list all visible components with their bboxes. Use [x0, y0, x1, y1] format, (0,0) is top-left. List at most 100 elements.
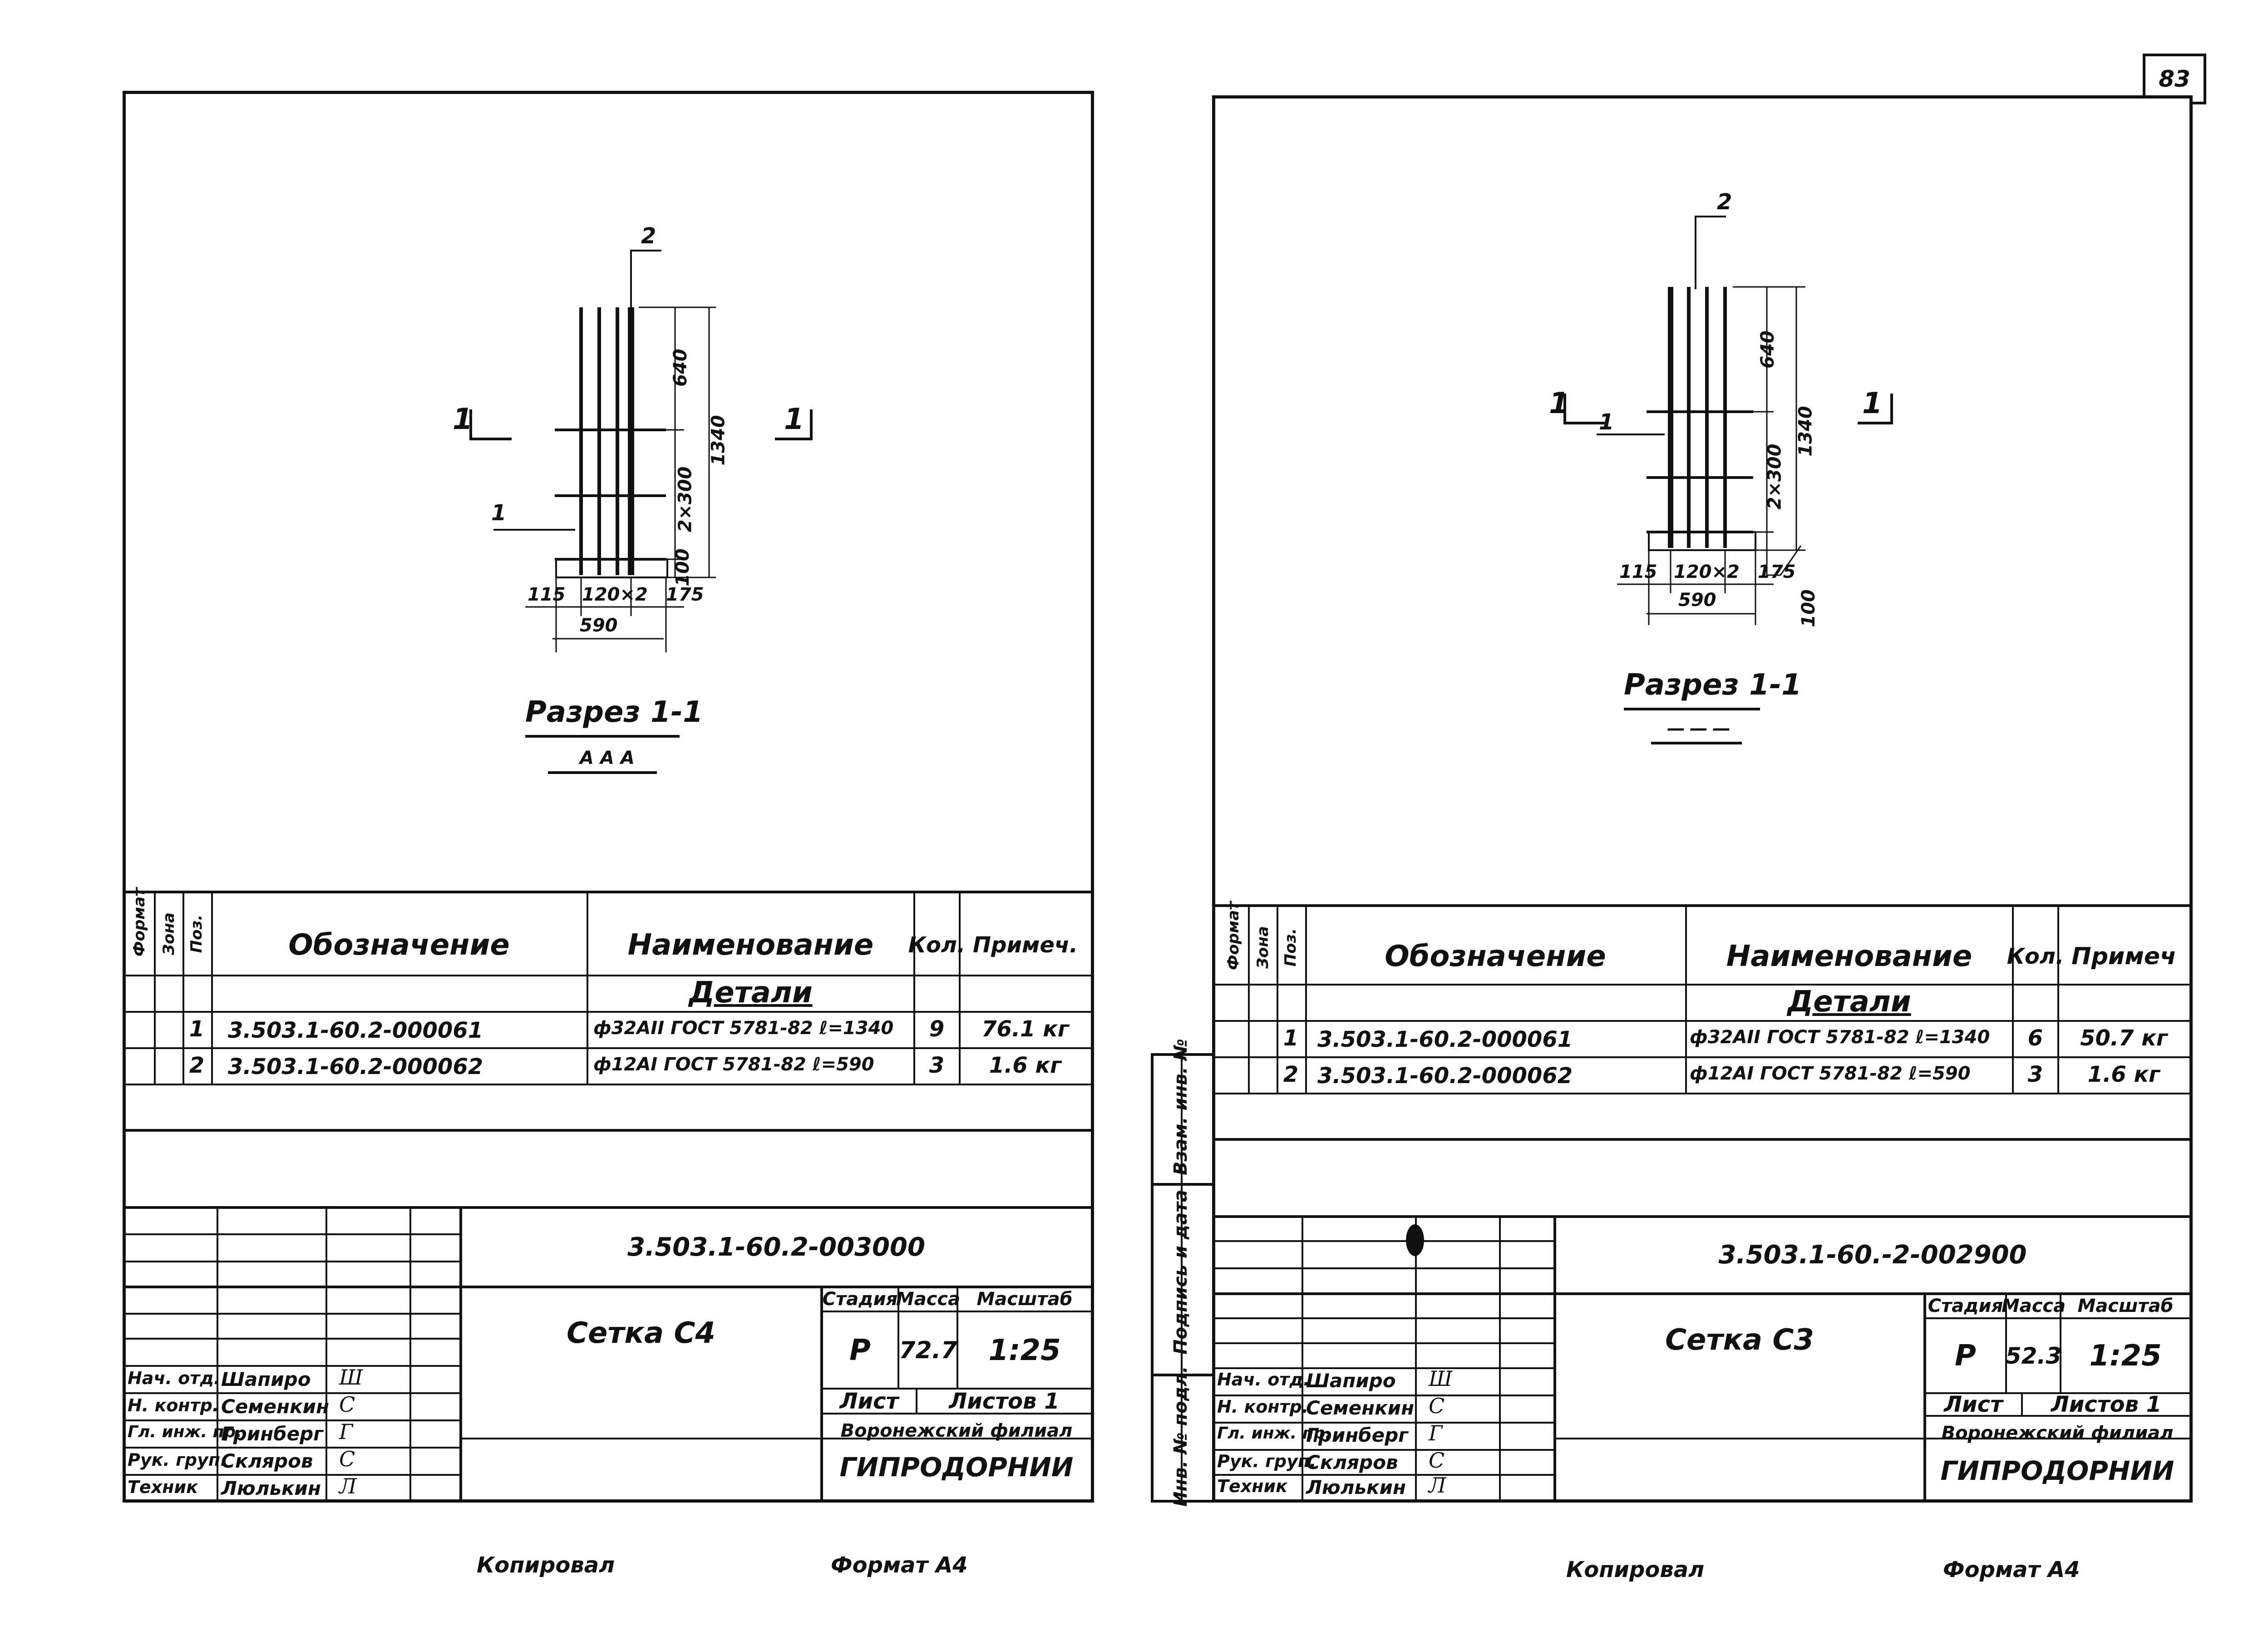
right-dim-2x300: 2×300: [1764, 444, 1785, 510]
right-signature-1: Ш: [1429, 1366, 1453, 1391]
right-cut-left: 1: [1549, 387, 1569, 420]
right-dim-590: 590: [1678, 590, 1716, 611]
right-footer-format: Формат А4: [1943, 1557, 2080, 1582]
left-org-line1: Воронежский филиал: [840, 1420, 1073, 1441]
left-row1-name: ф32АII ГОСТ 5781-82 ℓ=1340: [593, 1018, 894, 1039]
left-section-drawing: 2 1 1 1 640 2×300 100 1340 115 120×2 175…: [126, 94, 1091, 888]
right-hdr-name: Наименование: [1726, 940, 1972, 973]
left-drawing-sheet: 2 1 1 1 640 2×300 100 1340 115 120×2 175…: [123, 91, 1094, 1503]
right-name-5: Люлькин: [1306, 1476, 1406, 1498]
left-hdr-qty: Кол.: [908, 932, 966, 958]
right-dim-640: 640: [1757, 330, 1778, 369]
right-mass-label: Масса: [2001, 1296, 2066, 1316]
left-mass-label: Масса: [896, 1289, 961, 1310]
right-row2-designation: 3.503.1-60.2-000062: [1317, 1063, 1573, 1089]
right-dim-120x2: 120×2: [1674, 562, 1740, 582]
right-dim-175: 175: [1758, 562, 1796, 582]
left-role-2: Н. контр.: [128, 1395, 219, 1415]
left-signature-1: Ш: [339, 1365, 363, 1390]
left-stage-label: Стадия: [822, 1289, 898, 1310]
left-signature-4: С: [339, 1447, 355, 1471]
right-scale-label: Масштаб: [2077, 1296, 2174, 1316]
right-stamp-replaced-inv: Взам. инв. №: [1170, 1039, 1191, 1175]
left-name-2: Семенкин: [221, 1395, 330, 1418]
right-signature-5: Л: [1429, 1473, 1446, 1498]
left-name-1: Шапиро: [221, 1368, 311, 1390]
right-footer-copied: Копировал: [1566, 1557, 1705, 1582]
right-role-4: Рук. груп.: [1217, 1451, 1316, 1471]
right-row1-pos: 1: [1283, 1025, 1299, 1051]
left-dim-115: 115: [528, 584, 566, 605]
right-hdr-pos: Поз.: [1282, 928, 1300, 967]
right-dim-100: 100: [1798, 589, 1819, 627]
left-row2-pos: 2: [189, 1053, 205, 1078]
left-section-svg: [469, 250, 813, 774]
right-row1-name: ф32АII ГОСТ 5781-82 ℓ=1340: [1690, 1027, 1990, 1048]
right-row2-note: 1.6 кг: [2087, 1062, 2160, 1087]
left-dim-2x300: 2×300: [675, 466, 696, 532]
right-title-block-blot: [1406, 1224, 1424, 1256]
right-product-name: Сетка С3: [1665, 1323, 1814, 1357]
right-scale-mark: ———: [1667, 718, 1735, 739]
left-row1-note: 76.1 кг: [981, 1016, 1069, 1042]
left-hdr-name: Наименование: [627, 928, 874, 962]
right-section-svg: [1563, 216, 1893, 744]
left-dim-640: 640: [670, 349, 691, 387]
left-dim-1340: 1340: [708, 415, 729, 466]
right-scale: 1:25: [2089, 1339, 2162, 1373]
right-row2-pos: 2: [1283, 1062, 1299, 1087]
left-scale-mark: ААА: [580, 748, 641, 769]
left-scale: 1:25: [988, 1333, 1061, 1367]
left-row1-pos: 1: [189, 1016, 205, 1042]
left-doc-code: 3.503.1-60.2-003000: [627, 1232, 925, 1262]
left-role-3: Гл. инж. пр.: [128, 1423, 242, 1441]
left-org-line2: ГИПРОДОРНИИ: [839, 1452, 1074, 1483]
left-marker-1: 1: [491, 500, 507, 526]
right-hdr-zone: Зона: [1254, 926, 1272, 969]
left-dim-590: 590: [580, 615, 618, 636]
right-section-drawing: 2 1 1 1 640 2×300 1340 100 115 120×2 175…: [1215, 99, 2189, 897]
left-hdr-zone: Зона: [160, 912, 178, 955]
left-row2-name: ф12АI ГОСТ 5781-82 ℓ=590: [593, 1054, 874, 1075]
right-name-3: Гринберг: [1306, 1424, 1409, 1446]
right-stamp-sign-date: Подпись и дата: [1170, 1189, 1191, 1355]
left-name-5: Люлькин: [221, 1477, 321, 1499]
left-title-block: 3.503.1-60.2-003000 Сетка С4 Стадия Масс…: [126, 1206, 1091, 1499]
right-spec-table: Формат Зона Поз. Обозначение Наименовани…: [1215, 901, 2189, 1158]
right-hdr-format: Формат: [1224, 901, 1242, 970]
right-hdr-designation: Обозначение: [1385, 940, 1606, 973]
right-dim-115: 115: [1619, 562, 1657, 582]
right-cut-right: 1: [1862, 387, 1883, 420]
left-cut-left: 1: [453, 403, 473, 436]
right-marker-2: 2: [1717, 189, 1732, 215]
left-role-5: Техник: [128, 1477, 198, 1497]
right-role-2: Н. контр.: [1217, 1397, 1309, 1417]
left-sheets-label: Листов 1: [949, 1389, 1060, 1414]
left-footer-format: Формат А4: [831, 1552, 968, 1578]
left-dim-120x2: 120×2: [582, 584, 648, 605]
left-scale-label: Масштаб: [976, 1289, 1073, 1310]
right-org-line2: ГИПРОДОРНИИ: [1940, 1455, 2174, 1486]
right-name-2: Семенкин: [1306, 1397, 1415, 1419]
left-role-1: Нач. отд.: [128, 1368, 221, 1388]
right-dim-1340: 1340: [1795, 406, 1816, 457]
left-signature-2: С: [339, 1392, 355, 1417]
right-stage: Р: [1955, 1339, 1976, 1373]
left-sheet-label: Лист: [839, 1389, 899, 1414]
right-signature-4: С: [1429, 1448, 1445, 1473]
left-name-3: Гринберг: [221, 1423, 324, 1445]
right-sheet-label: Лист: [1944, 1392, 2003, 1417]
left-row2-qty: 3: [929, 1053, 945, 1078]
left-stage: Р: [849, 1333, 871, 1367]
right-role-5: Техник: [1217, 1476, 1287, 1496]
right-org-line1: Воронежский филиал: [1941, 1423, 2174, 1444]
right-sheets-label: Листов 1: [2051, 1392, 2162, 1417]
right-drawing-sheet: 2 1 1 1 640 2×300 1340 100 115 120×2 175…: [1212, 95, 2193, 1503]
left-hdr-designation: Обозначение: [288, 928, 510, 962]
right-doc-code: 3.503.1-60.-2-002900: [1718, 1240, 2027, 1270]
left-name-4: Скляров: [221, 1450, 313, 1472]
right-marker-1: 1: [1599, 409, 1614, 435]
right-hdr-note: Примеч: [2071, 943, 2176, 970]
right-hdr-qty: Кол.: [2007, 944, 2064, 969]
right-role-1: Нач. отд.: [1217, 1370, 1310, 1390]
